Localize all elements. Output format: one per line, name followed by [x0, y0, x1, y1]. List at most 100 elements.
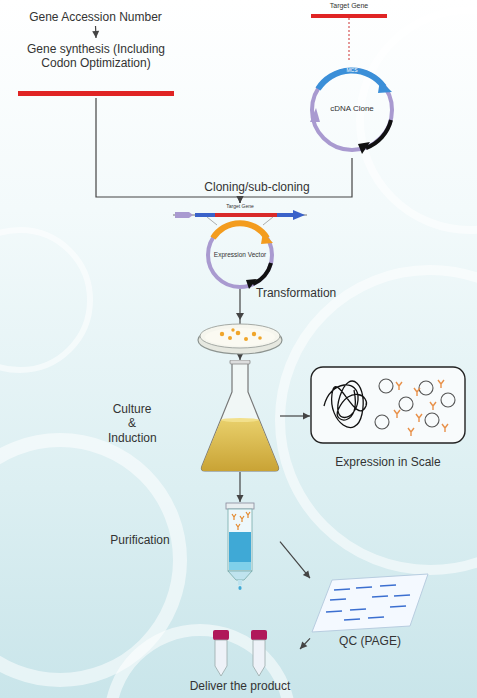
purification-column [228, 571, 252, 580]
petri-dish [258, 336, 262, 340]
plasmid-drawing [318, 71, 384, 89]
expression-vector-drawing [167, 203, 313, 289]
expression-vector-drawing [253, 263, 271, 284]
expression-vector-drawing [207, 217, 217, 225]
qc-step: QC (PAGE) [310, 572, 430, 650]
arrow-head [303, 413, 310, 420]
purification-column [246, 512, 250, 518]
flow-line [280, 542, 310, 579]
background-swirls [0, 230, 90, 370]
flow-arrow [280, 542, 310, 579]
step-text: Gene Accession Number [18, 10, 173, 24]
plasmid-drawing [358, 142, 370, 154]
expression-vector-drawing [175, 212, 193, 218]
purification-column [238, 586, 241, 590]
target-gene-bar [311, 14, 387, 18]
target-gene-bar [349, 18, 350, 60]
expression-cell-box [324, 381, 367, 427]
plasmid-name: Expression Vector [200, 251, 280, 259]
page-gel [330, 599, 346, 600]
petri-dish [244, 337, 248, 341]
purification-column [238, 580, 242, 585]
cassette-label: Target Gene [219, 203, 261, 209]
expression-cell-box [394, 380, 448, 436]
culture-flask [201, 362, 278, 471]
purification-column [229, 532, 251, 570]
flow-line [300, 638, 310, 649]
expression-cell-box [408, 428, 414, 436]
petri-dish [228, 336, 232, 340]
page-gel [356, 587, 372, 588]
expression-cell-box [416, 414, 422, 422]
plasmid-drawing [378, 80, 392, 93]
expression-vector-drawing [263, 217, 273, 225]
expression-cell-box [438, 380, 444, 388]
gene-bar-label: Target Gene [310, 2, 388, 10]
expression-cell-box [311, 367, 465, 443]
purification-column [229, 562, 251, 570]
expression-cell-box [414, 388, 420, 396]
expression-vector-plasmid: Target GeneExpression Vector [167, 203, 313, 289]
page-gel [390, 606, 406, 607]
expression-cell-box [394, 410, 400, 418]
site-label: MCS [340, 67, 364, 73]
cdna-clone-plasmid: MCS cDNA Clone [304, 62, 400, 158]
arrow-head [237, 196, 244, 203]
expression-cell-box [399, 397, 413, 411]
petri-dish [252, 332, 256, 336]
step-text: Gene synthesis (Including Codon Optimiza… [15, 42, 177, 71]
target-gene-bar [311, 14, 387, 60]
plasmid-drawing [366, 120, 391, 148]
edge-label: Cloning/sub-cloning [192, 180, 322, 194]
step-text: QC (PAGE) [320, 634, 420, 648]
product-tubes [251, 630, 267, 640]
flow-arrow [280, 413, 310, 420]
petri-dish [220, 332, 224, 336]
petri-dish [236, 313, 244, 320]
petri-dish [200, 324, 280, 348]
delivery-step: Deliver the product [180, 628, 300, 698]
expression-cell-box [419, 381, 433, 395]
expression-vector-drawing [293, 210, 305, 220]
expression-vector-drawing [261, 232, 273, 244]
page-gel [326, 611, 342, 612]
purification-step: Purification [100, 502, 280, 590]
expression-cell-box [375, 379, 455, 429]
flow-arrow [237, 472, 244, 502]
arrow-head [237, 196, 244, 203]
culture-flask [201, 420, 278, 471]
arrow-head [300, 641, 307, 649]
plasmid-drawing [312, 70, 392, 150]
background-swirls [360, 10, 477, 230]
culture-flask [221, 418, 259, 422]
expression-vector-drawing [195, 213, 215, 217]
page-gel [350, 609, 366, 610]
expression-vector-drawing [277, 213, 293, 217]
edge-label: Transformation [256, 286, 366, 300]
page-gel [372, 596, 388, 597]
expression-vector-drawing [215, 213, 277, 217]
expression-vector-drawing [246, 279, 257, 289]
expression-cell-box [441, 393, 455, 407]
expression-cell-box [375, 415, 389, 429]
background-swirls [280, 270, 477, 570]
expression-cell-box [379, 379, 393, 393]
step-label: Gene Accession Number [18, 10, 173, 26]
step-text: Expression in Scale [310, 455, 466, 469]
gene-synthesis-step: Gene synthesis (Including Codon Optimiza… [15, 38, 177, 98]
product-tubes [213, 630, 267, 676]
synthesized-gene-bar [18, 91, 174, 96]
page-gel [380, 585, 396, 586]
petri-dish [198, 313, 282, 354]
purification-column [226, 503, 254, 509]
expression-cell-box [430, 402, 436, 410]
culture-step: Culture & Induction [100, 360, 280, 472]
petri-dish [231, 328, 234, 331]
plasmid-name: cDNA Clone [312, 104, 392, 114]
culture-flask [230, 360, 250, 364]
flow-arrow [92, 26, 99, 38]
page-gel [394, 595, 410, 596]
purification-column [240, 516, 244, 522]
flow-arrow [300, 638, 310, 649]
